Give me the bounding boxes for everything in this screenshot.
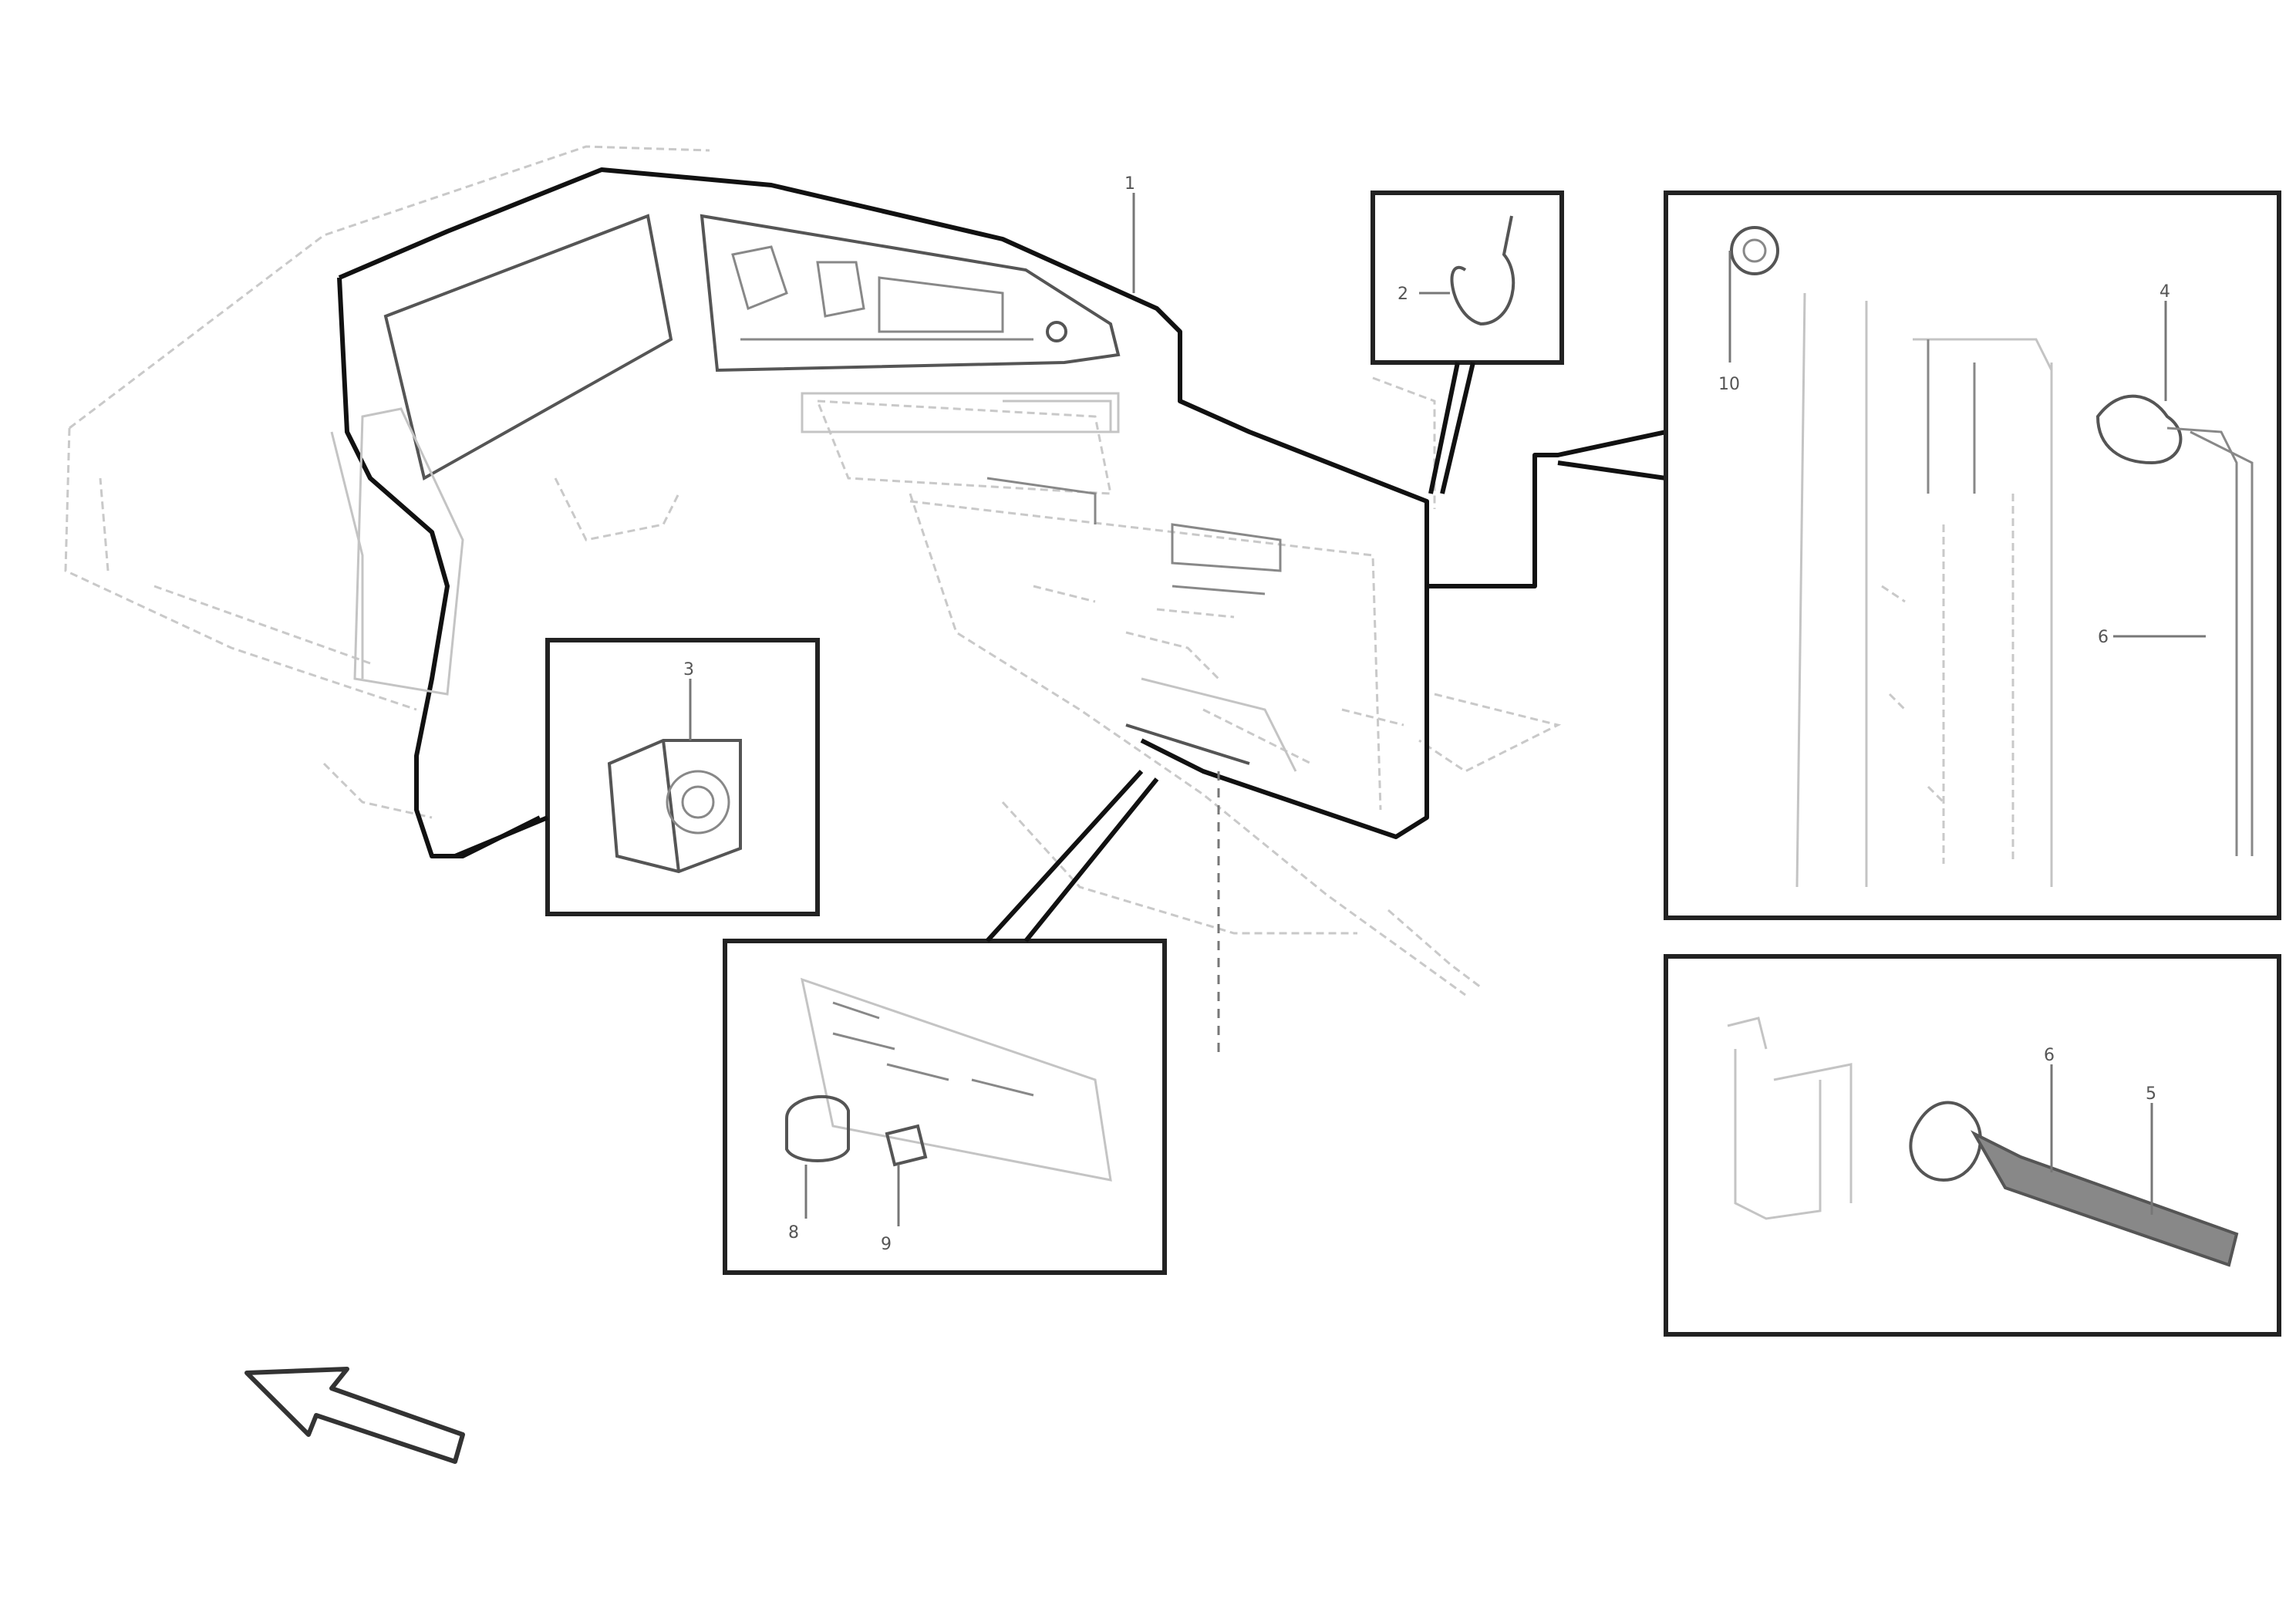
callout-switch-box: 3	[683, 660, 694, 679]
callout-right-top-stalk-b: 6	[2098, 628, 2109, 647]
detail-box-small: 2	[1371, 191, 1564, 494]
detail-box-right-bottom: 6 5	[1664, 954, 2281, 1337]
detail-box-lower: 8 9	[723, 769, 1167, 1275]
detail-box-switch: 3	[453, 638, 820, 916]
callout-small-box: 2	[1397, 285, 1408, 304]
dashboard-panel	[330, 167, 1429, 858]
callout-panel-top: 1	[1124, 174, 1135, 194]
callout-right-top-stalk-a: 4	[2159, 282, 2170, 302]
detail-box-right-top: 10 4 6	[1664, 191, 2281, 920]
connector-to-right-box	[1427, 430, 1668, 588]
callout-right-bottom-b: 5	[2146, 1084, 2156, 1104]
callout-lower-box-b: 9	[881, 1235, 892, 1254]
callout-right-top-knob: 10	[1718, 375, 1740, 394]
callout-lower-box-a: 8	[788, 1223, 799, 1243]
direction-arrow-icon	[244, 1367, 465, 1464]
callout-right-bottom-a: 6	[2044, 1046, 2055, 1065]
